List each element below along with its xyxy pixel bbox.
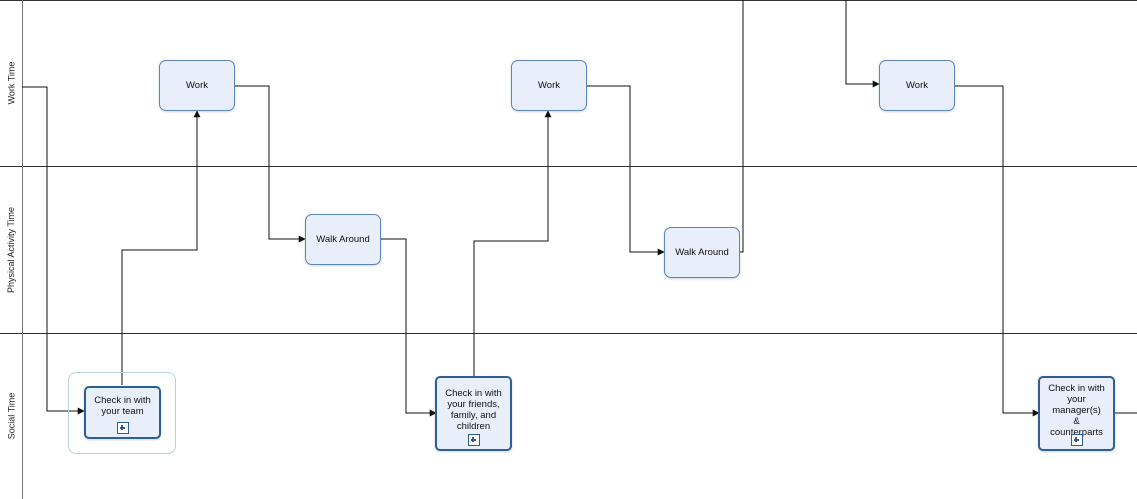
task-work-1[interactable]: Work [159,60,235,111]
flow-offscreen-to-work-3 [845,0,880,88]
flow-checkin-team-to-work-1 [121,110,201,385]
subprocess-check-in-managers[interactable]: Check in with your manager(s) & counterp… [1038,376,1115,451]
lane-label-physical-activity-time: Physical Activity Time [6,206,16,293]
task-label: Work [186,80,208,91]
lane-physical-activity-time: Physical Activity Time [0,166,22,333]
task-work-2[interactable]: Work [511,60,587,111]
flow-work-1-to-walk-1 [235,85,306,243]
expand-plus-icon[interactable] [1070,434,1083,446]
flow-start-to-checkin-team [22,86,85,415]
expand-plus-icon[interactable] [116,422,129,434]
flow-walk-2-to-offscreen [740,0,744,253]
lane-label-social-time: Social Time [6,392,16,440]
task-label: Work [538,80,560,91]
selection-highlight [68,372,176,454]
flow-checkin-family-to-work-2 [473,110,552,376]
subprocess-label: Check in with your friends, family, and … [445,388,502,432]
flow-work-3-to-checkin-managers [955,85,1040,417]
flow-work-2-to-walk-2 [586,85,665,256]
flow-walk-1-to-checkin-family [380,238,437,417]
task-work-3[interactable]: Work [879,60,955,111]
task-label: Walk Around [675,247,729,258]
subprocess-label: Check in with your team [94,395,151,417]
lane-work-time: Work Time [0,0,22,166]
subprocess-check-in-family[interactable]: Check in with your friends, family, and … [435,376,512,451]
task-label: Walk Around [316,234,370,245]
lane-social-time: Social Time [0,333,22,499]
task-walk-around-1[interactable]: Walk Around [305,214,381,265]
sequence-flows [22,0,1137,417]
task-label: Work [906,80,928,91]
subprocess-check-in-team[interactable]: Check in with your team [84,386,161,439]
expand-plus-icon[interactable] [467,434,480,446]
subprocess-label: Check in with your manager(s) & counterp… [1048,383,1105,438]
task-walk-around-2[interactable]: Walk Around [664,227,740,278]
lane-label-work-time: Work Time [6,61,16,105]
